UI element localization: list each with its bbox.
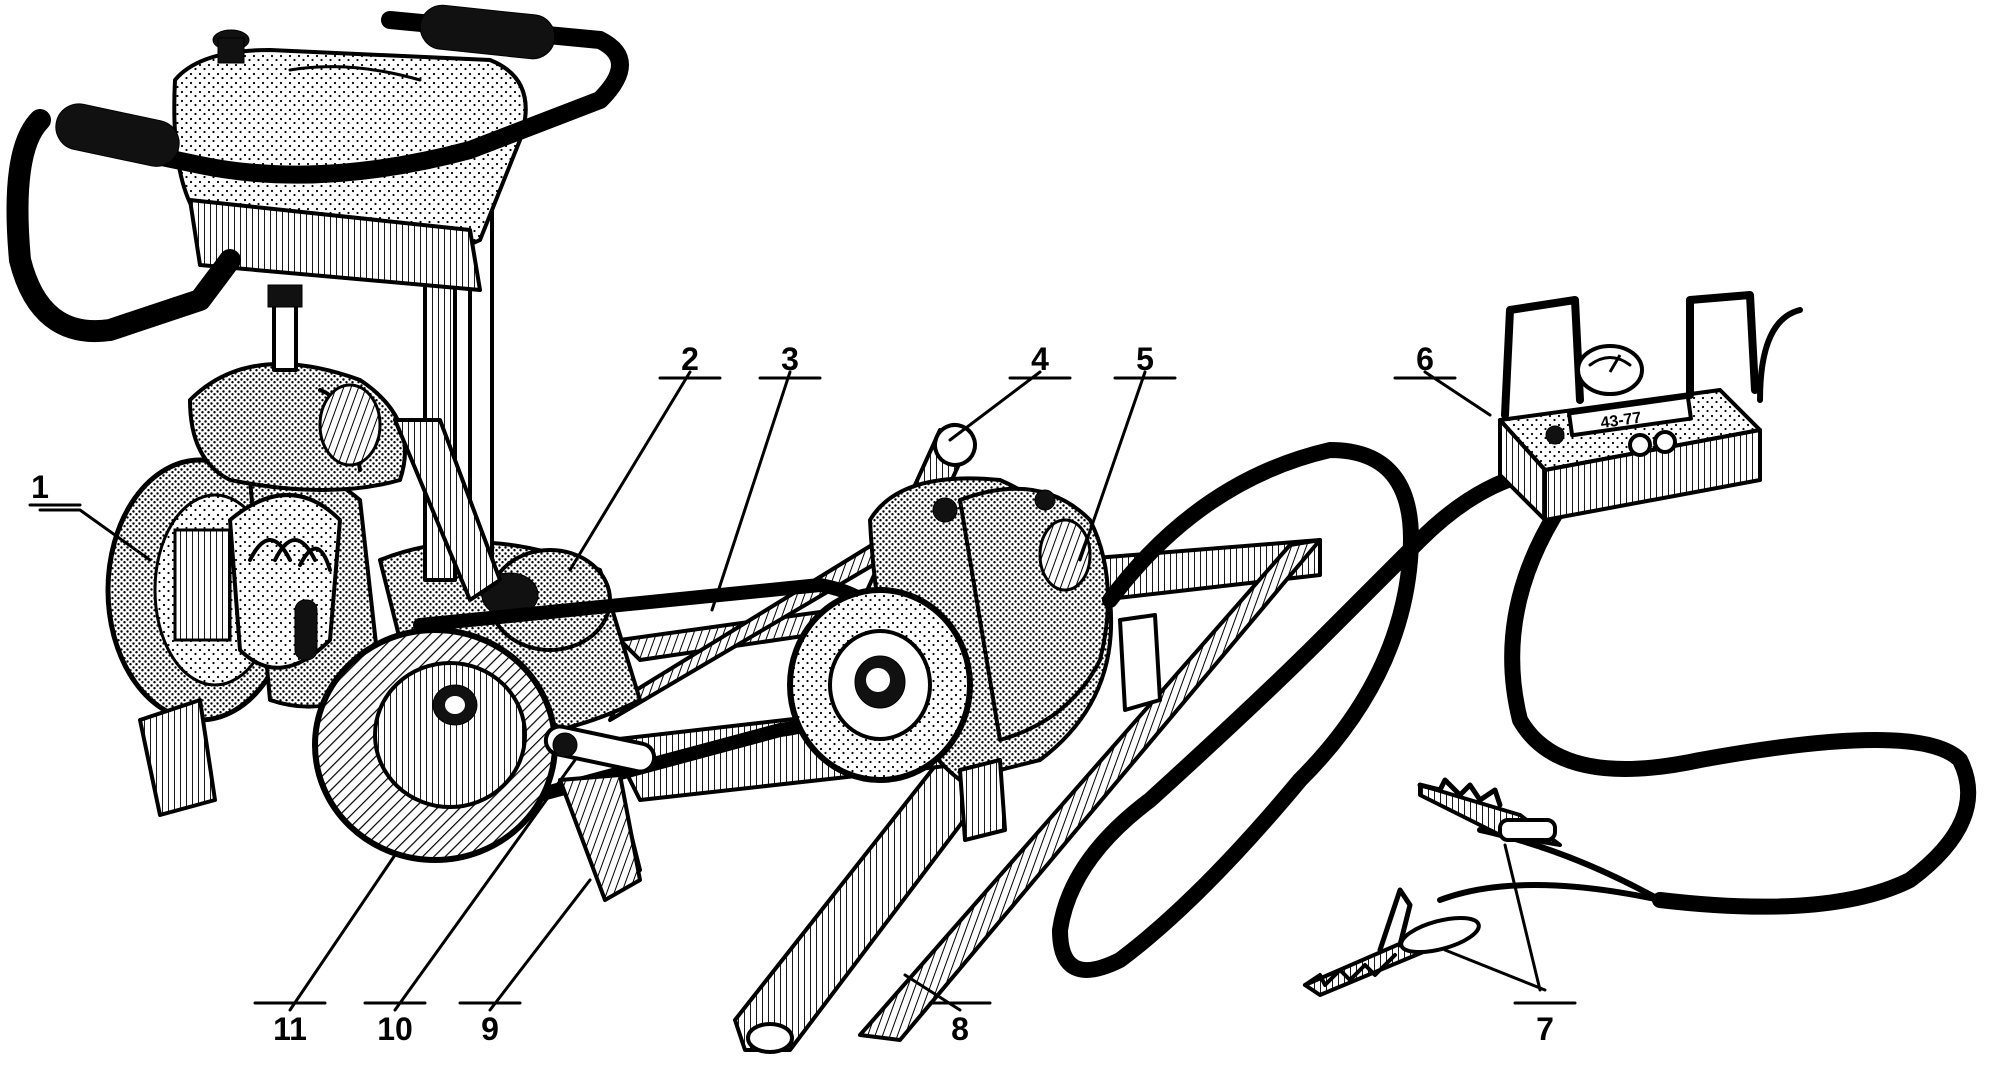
meter-label: 43-77 [1600, 410, 1643, 433]
leader-7b [1443, 948, 1547, 992]
alligator-clip-upper [1417, 777, 1562, 847]
power-cable [1052, 442, 1553, 978]
leader-4 [948, 370, 1042, 442]
leader-3 [710, 370, 792, 612]
handlebar [6, 4, 629, 343]
output-cable [1437, 477, 1977, 915]
callout-5: 5 [1136, 341, 1154, 377]
engine-pulley [312, 627, 558, 863]
callout-2: 2 [681, 341, 699, 377]
callout-labels: 1 2 3 4 5 6 7 8 9 10 11 [31, 341, 1554, 1047]
leader-5 [1078, 370, 1147, 562]
charger-box: 43-77 [1498, 291, 1803, 522]
callout-8: 8 [951, 1011, 969, 1047]
alligator-clip-lower [1303, 887, 1481, 997]
callout-3: 3 [781, 341, 799, 377]
generator-pulley [787, 587, 973, 783]
callout-6: 6 [1416, 341, 1434, 377]
leader-9 [488, 878, 592, 1012]
callout-10: 10 [377, 1011, 413, 1047]
callout-9: 9 [481, 1011, 499, 1047]
leader-11 [288, 853, 397, 1012]
callout-11: 11 [273, 1011, 307, 1047]
leader-2 [568, 370, 692, 572]
leader-7a [1503, 843, 1542, 992]
callout-4: 4 [1031, 341, 1049, 377]
fuel-tank [172, 29, 528, 292]
leader-lines [28, 370, 1577, 1012]
leader-10 [393, 758, 577, 1012]
tension-lever [543, 724, 657, 774]
leader-1 [38, 508, 152, 562]
bracket [558, 773, 642, 902]
callout-1: 1 [31, 469, 49, 505]
callout-7: 7 [1536, 1011, 1554, 1047]
